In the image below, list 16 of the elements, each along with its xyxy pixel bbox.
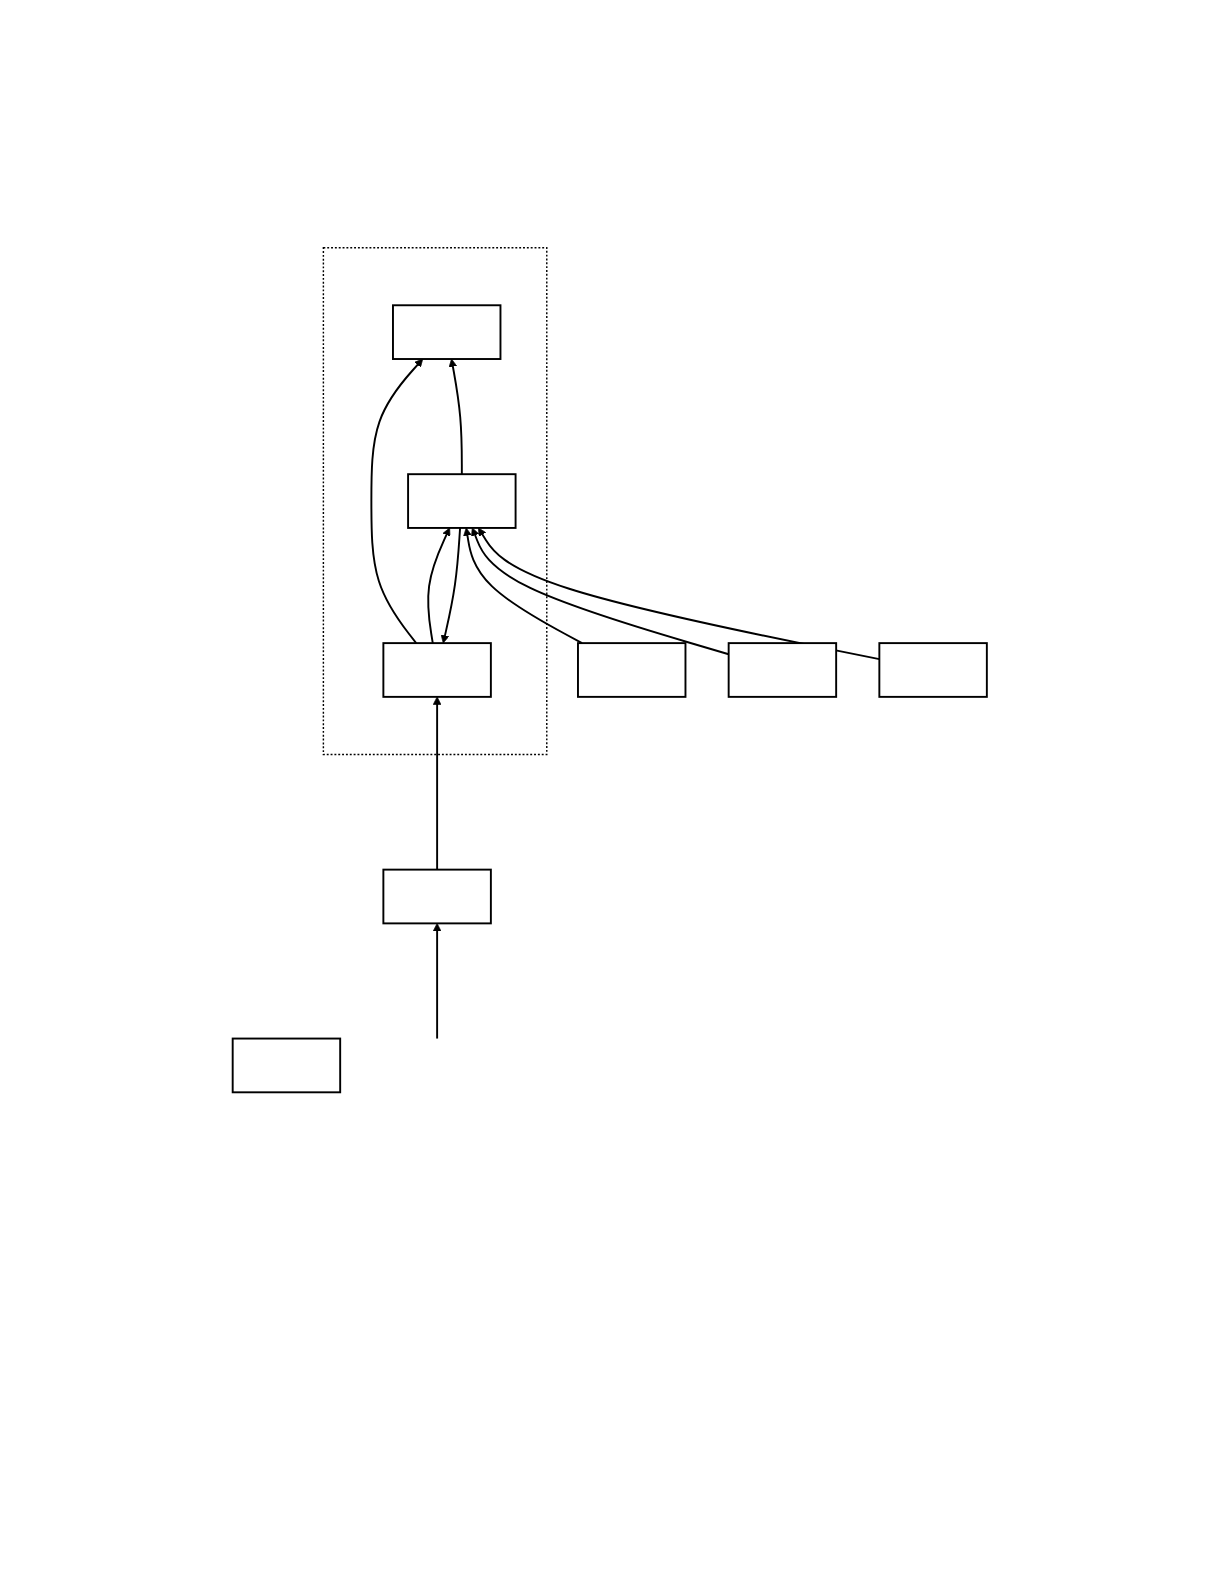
arrow xyxy=(448,358,464,476)
node-box xyxy=(392,304,502,360)
arrow xyxy=(433,696,442,871)
node-box xyxy=(577,642,687,698)
node-box xyxy=(407,473,517,529)
arrow xyxy=(370,358,424,645)
node-box xyxy=(878,642,989,698)
node-box xyxy=(382,642,493,698)
arrow xyxy=(463,527,584,645)
node-box xyxy=(727,642,838,698)
node-box xyxy=(231,1037,342,1094)
arrow xyxy=(433,923,442,1040)
arrow xyxy=(441,527,462,644)
cluster xyxy=(322,246,548,756)
node-box xyxy=(382,868,493,925)
arrow xyxy=(427,527,451,645)
